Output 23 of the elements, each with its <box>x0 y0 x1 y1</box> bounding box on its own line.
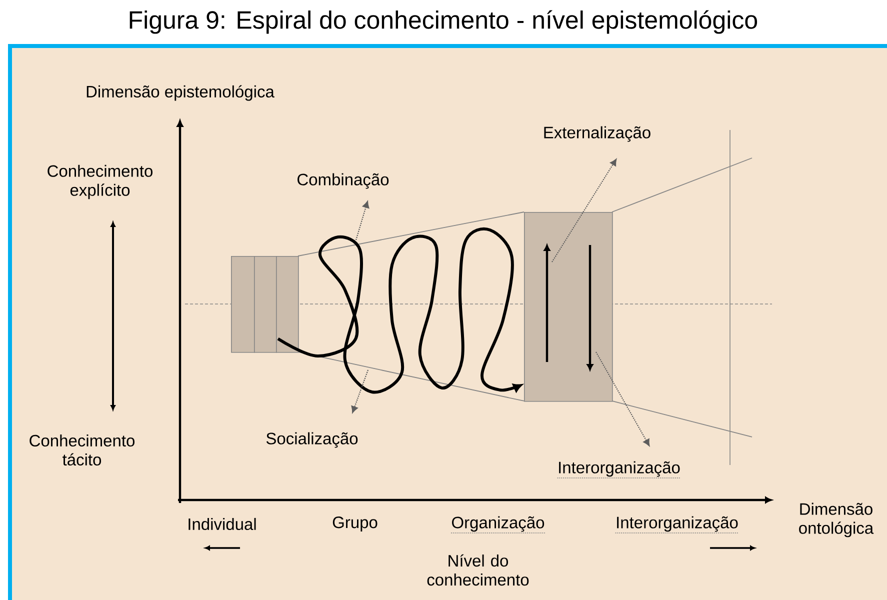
axis-label: Dimensão epistemológica <box>86 85 274 101</box>
leader-line <box>351 370 369 413</box>
step-label: Socialização <box>266 432 358 448</box>
axis-label: Individual <box>188 518 256 530</box>
axis-label: Organização <box>450 516 546 534</box>
axis-label: Conhecimento tácito <box>30 434 134 466</box>
axis-label: Grupo <box>332 516 378 532</box>
axis-label: Interorganização <box>614 516 740 534</box>
title: Figura 9: Espiral do conhecimento - nível epistemológico <box>130 10 758 34</box>
axis-label: Dimensão ontológica <box>799 502 874 538</box>
spiral-arrow <box>277 228 522 394</box>
stage-box <box>524 212 613 402</box>
axis-label: Nível do conhecimento <box>427 554 529 586</box>
leader-line <box>596 352 650 446</box>
leader-line <box>552 158 617 262</box>
step-label: Externalização <box>544 126 650 142</box>
step-label: Combinação <box>298 173 389 189</box>
stage-box <box>254 256 277 353</box>
stage-box <box>231 256 255 353</box>
step-label: Interorganização <box>556 461 682 478</box>
axis-label: Conhecimento explícito <box>48 164 152 200</box>
leader-line <box>355 201 370 240</box>
stage-box <box>276 256 299 353</box>
